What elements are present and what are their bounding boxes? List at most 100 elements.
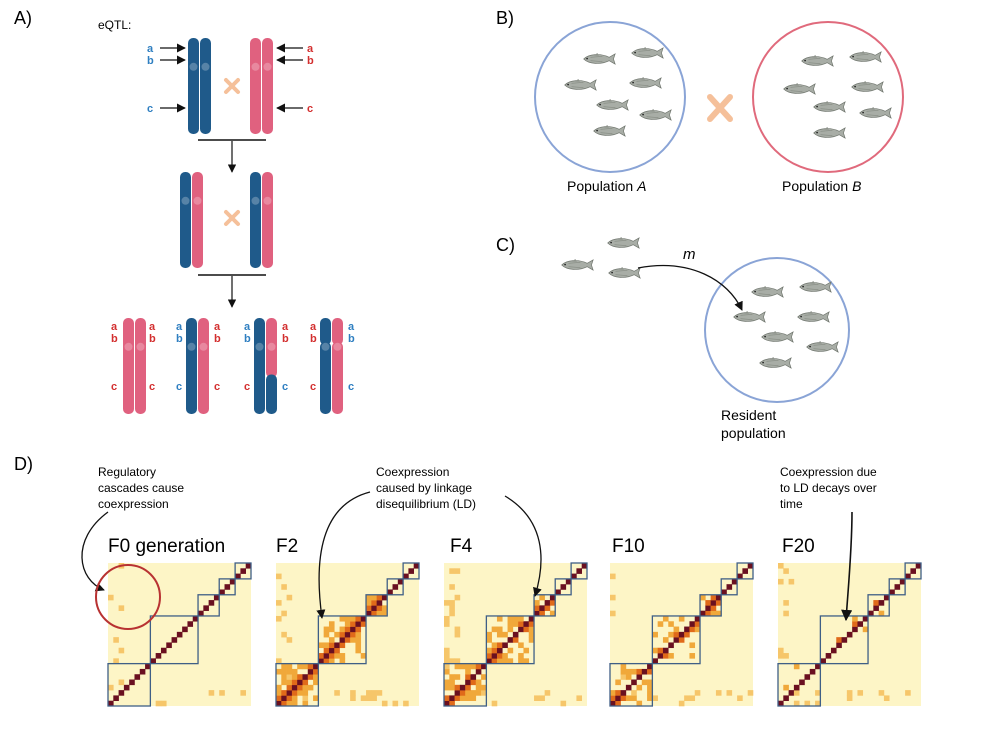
- heatmap-cell: [454, 663, 461, 670]
- annotation-arrow-ld-right: [504, 495, 542, 597]
- heatmap-cell: [118, 605, 125, 611]
- heatmap-cell: [302, 679, 309, 686]
- heatmap-cell: [731, 578, 738, 585]
- f2-locus-left-2-c: c: [244, 381, 250, 393]
- heatmap-cell: [610, 610, 616, 617]
- heatmap-cell: [491, 642, 498, 649]
- coexpression-block-outline: [107, 662, 152, 707]
- heatmap-cell: [371, 600, 377, 606]
- coexpression-block-outline: [197, 594, 220, 617]
- fish-group-c: [561, 236, 839, 369]
- generation-title-f4: F4: [450, 536, 473, 557]
- heatmap-cell: [507, 615, 514, 622]
- coexpression-block-outline: [867, 594, 890, 617]
- chromatid-upper: [332, 318, 343, 345]
- f2-locus-right-0-b: b: [149, 333, 156, 345]
- f2-locus-left-1-c: c: [176, 381, 182, 393]
- heatmap-cell: [328, 621, 335, 627]
- f2-locus-right-1-c: c: [214, 381, 220, 393]
- chromatid-upper: [192, 172, 203, 268]
- heatmap-cell: [160, 647, 167, 654]
- centromere: [333, 342, 342, 351]
- heatmap-cell: [371, 695, 377, 702]
- heatmap-cell: [286, 695, 293, 702]
- heatmap-cell: [281, 700, 287, 707]
- heatmap-cell: [705, 610, 711, 617]
- heatmap-cell: [496, 653, 503, 659]
- heatmap-cell: [281, 668, 287, 675]
- heatmap-cell: [496, 631, 503, 638]
- heatmap-cell: [465, 674, 471, 680]
- chromatid-upper: [180, 172, 191, 268]
- heatmap-cell: [459, 690, 466, 696]
- heatmap-cell: [381, 610, 388, 617]
- heatmap-cell: [737, 695, 743, 702]
- heatmap-cell: [281, 674, 287, 680]
- heatmap-cell: [307, 674, 314, 680]
- panel-b-label: B): [496, 8, 514, 28]
- chromatid-upper: [186, 318, 197, 414]
- heatmap-cell: [502, 631, 508, 638]
- heatmap-cell: [449, 600, 455, 606]
- heatmap-cell: [549, 594, 556, 601]
- heatmap-cell: [313, 674, 319, 680]
- heatmap-cell: [678, 631, 685, 638]
- generation-title-f10: F10: [612, 536, 645, 557]
- heatmap-cell: [793, 684, 800, 691]
- heatmap-cell: [862, 626, 869, 633]
- chromatid: [266, 318, 277, 414]
- f2-locus-right-1-a: a: [214, 321, 221, 333]
- heatmap-cell: [636, 668, 643, 675]
- heatmap-cell: [355, 647, 362, 654]
- heatmap-cell: [475, 679, 482, 686]
- heatmap-cell: [360, 621, 367, 627]
- chromatid-upper: [254, 318, 265, 414]
- heatmap-cell: [475, 684, 482, 691]
- centromere: [251, 196, 260, 205]
- heatmap-cell: [444, 647, 450, 654]
- centromere: [189, 62, 198, 71]
- heatmap-cell: [523, 626, 530, 633]
- heatmap-cell: [313, 679, 319, 686]
- heatmap-cell: [528, 631, 535, 638]
- heatmap-cell: [192, 615, 199, 622]
- heatmap-cell: [915, 563, 922, 569]
- heatmap-cell: [302, 690, 309, 696]
- heatmap-cell: [339, 615, 346, 622]
- centromere: [263, 196, 272, 205]
- heatmap-cell: [549, 600, 556, 606]
- heatmap-cell: [878, 610, 885, 617]
- resident-label-line1: Resident: [721, 407, 776, 423]
- heatmap-cell: [678, 637, 685, 643]
- annotation-arrow-ld-left: [316, 491, 371, 619]
- heatmap-cell: [846, 690, 853, 696]
- f2-locus-left-2-a: a: [244, 321, 251, 333]
- heatmap-cell: [350, 695, 356, 702]
- heatmap-cell: [118, 647, 125, 654]
- heatmap-cell: [328, 658, 335, 664]
- heatmap-cell: [323, 647, 330, 654]
- centromere: [321, 342, 330, 351]
- heatmap-cell: [539, 695, 545, 702]
- chromatid: [262, 172, 273, 268]
- heatmap-cell: [783, 695, 789, 702]
- coexpression-block-outline: [149, 615, 199, 665]
- eqtl-label: eQTL:: [98, 18, 131, 32]
- heatmap-cell: [539, 594, 545, 601]
- chromatid-upper: [198, 318, 209, 414]
- heatmap-cell: [560, 700, 567, 707]
- centromere: [263, 62, 272, 71]
- heatmap-cell: [625, 695, 632, 702]
- centromere: [181, 196, 190, 205]
- chromatid: [262, 38, 273, 134]
- heatmap-cell: [684, 695, 690, 702]
- heatmap-cell: [459, 684, 466, 691]
- fish-b-1: [849, 50, 882, 63]
- fish-a-3: [629, 76, 662, 89]
- heatmap-cell: [454, 594, 461, 601]
- heatmap-cell: [491, 653, 498, 659]
- heatmap-cell: [313, 695, 319, 702]
- heatmap-cell: [647, 684, 653, 691]
- heatmap-cell: [171, 637, 178, 643]
